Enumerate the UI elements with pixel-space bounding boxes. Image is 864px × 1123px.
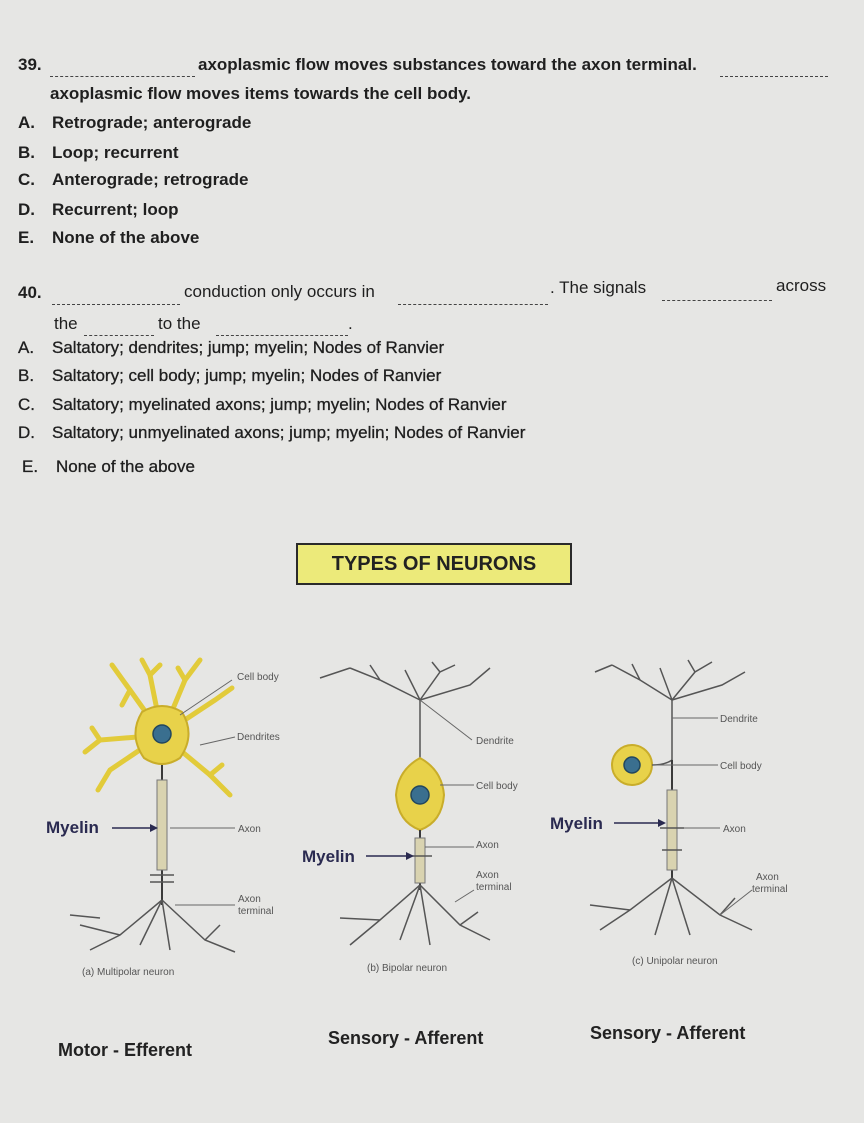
option-a[interactable]: A.Saltatory; dendrites; jump; myelin; No… (18, 338, 445, 357)
option-c[interactable]: C.Anterograde; retrograde (18, 170, 249, 189)
sensory-afferent-caption: Sensory - Afferent (590, 1023, 746, 1043)
multipolar-caption: (a) Multipolar neuron (82, 967, 174, 978)
bipolar-myelin-sheath (414, 837, 426, 884)
unipolar-cell-body-label: Cell body (720, 761, 762, 772)
section-banner: TYPES OF NEURONS (296, 543, 572, 585)
neuron-diagram: Cell body Dendrites Axon Axon terminal M… (46, 657, 788, 978)
question-number: 39. (18, 55, 42, 74)
question-text: axoplasmic flow moves substances toward … (198, 55, 697, 74)
unipolar-dendrites (594, 659, 746, 760)
answer-blank (84, 335, 154, 337)
unipolar-caption: (c) Unipolar neuron (632, 956, 718, 967)
answer-blank (720, 76, 828, 78)
bipolar-caption: (b) Bipolar neuron (367, 963, 447, 974)
bipolar-dendrite-label: Dendrite (476, 736, 514, 747)
unipolar-axon-terminals (589, 877, 753, 936)
answer-blank (216, 335, 348, 337)
question-text: across (776, 276, 827, 295)
question-text: axoplasmic flow moves items towards the … (50, 84, 472, 103)
option-e[interactable]: E.None of the above (22, 457, 195, 476)
question-text: . (348, 314, 353, 333)
option-e[interactable]: E.None of the above (18, 228, 200, 247)
bipolar-nucleus (410, 785, 430, 805)
answer-blank (398, 304, 548, 306)
sensory-afferent-caption: Sensory - Afferent (328, 1028, 484, 1048)
question-text: the (54, 314, 78, 333)
answer-blank (50, 76, 195, 78)
question-text: to the (158, 314, 201, 333)
bipolar-axon-terminal-label: Axon (476, 870, 499, 881)
bipolar-axon-terminals (339, 884, 491, 946)
question-number: 40. (18, 283, 42, 302)
option-b[interactable]: B.Loop; recurrent (18, 143, 179, 162)
unipolar-myelin-sheath (666, 789, 678, 871)
option-a[interactable]: A.Retrograde; anterograde (18, 113, 252, 132)
bipolar-axon-label: Axon (476, 840, 499, 851)
unipolar-axon-terminal-label: terminal (752, 884, 788, 895)
multipolar-cell-body-label: Cell body (237, 672, 279, 683)
bipolar-cell-body-label: Cell body (476, 781, 518, 792)
arrow-head (150, 824, 158, 832)
unipolar-neuron: Dendrite Cell body Axon Axon terminal My… (550, 659, 788, 967)
motor-efferent-caption: Motor - Efferent (58, 1040, 192, 1060)
unipolar-myelin-label: Myelin (550, 814, 603, 833)
multipolar-label-lines (170, 679, 236, 906)
bipolar-myelin-label: Myelin (302, 847, 355, 866)
unipolar-axon-label: Axon (723, 824, 746, 835)
multipolar-axon-terminal-label: terminal (238, 906, 274, 917)
question-text: . The signals (550, 278, 647, 297)
option-d[interactable]: D.Recurrent; loop (18, 200, 179, 219)
option-c[interactable]: C.Saltatory; myelinated axons; jump; mye… (18, 395, 507, 414)
arrow-head (406, 852, 414, 860)
option-b[interactable]: B.Saltatory; cell body; jump; myelin; No… (18, 366, 442, 385)
question-text: conduction only occurs in (184, 282, 375, 301)
bipolar-label-lines (419, 699, 475, 903)
arrow-head (658, 819, 666, 827)
unipolar-axon-terminal-label: Axon (756, 872, 779, 883)
unipolar-dendrite-label: Dendrite (720, 714, 758, 725)
multipolar-axon-terminal-label: Axon (238, 894, 261, 905)
multipolar-nucleus (152, 724, 172, 744)
unipolar-label-lines (652, 717, 753, 916)
multipolar-axon-label: Axon (238, 824, 261, 835)
bipolar-dendrites (319, 661, 491, 770)
multipolar-myelin-sheath (156, 779, 168, 871)
answer-blank (52, 304, 180, 306)
multipolar-myelin-label: Myelin (46, 818, 99, 837)
unipolar-nucleus (623, 756, 641, 774)
bipolar-neuron: Dendrite Cell body Axon Axon terminal My… (302, 661, 518, 974)
multipolar-axon-terminals (69, 899, 236, 953)
bipolar-axon-terminal-label: terminal (476, 882, 512, 893)
multipolar-neuron: Cell body Dendrites Axon Axon terminal M… (46, 657, 280, 978)
answer-blank (662, 300, 772, 302)
option-d[interactable]: D.Saltatory; unmyelinated axons; jump; m… (18, 423, 526, 442)
multipolar-dendrites-label: Dendrites (237, 732, 280, 743)
